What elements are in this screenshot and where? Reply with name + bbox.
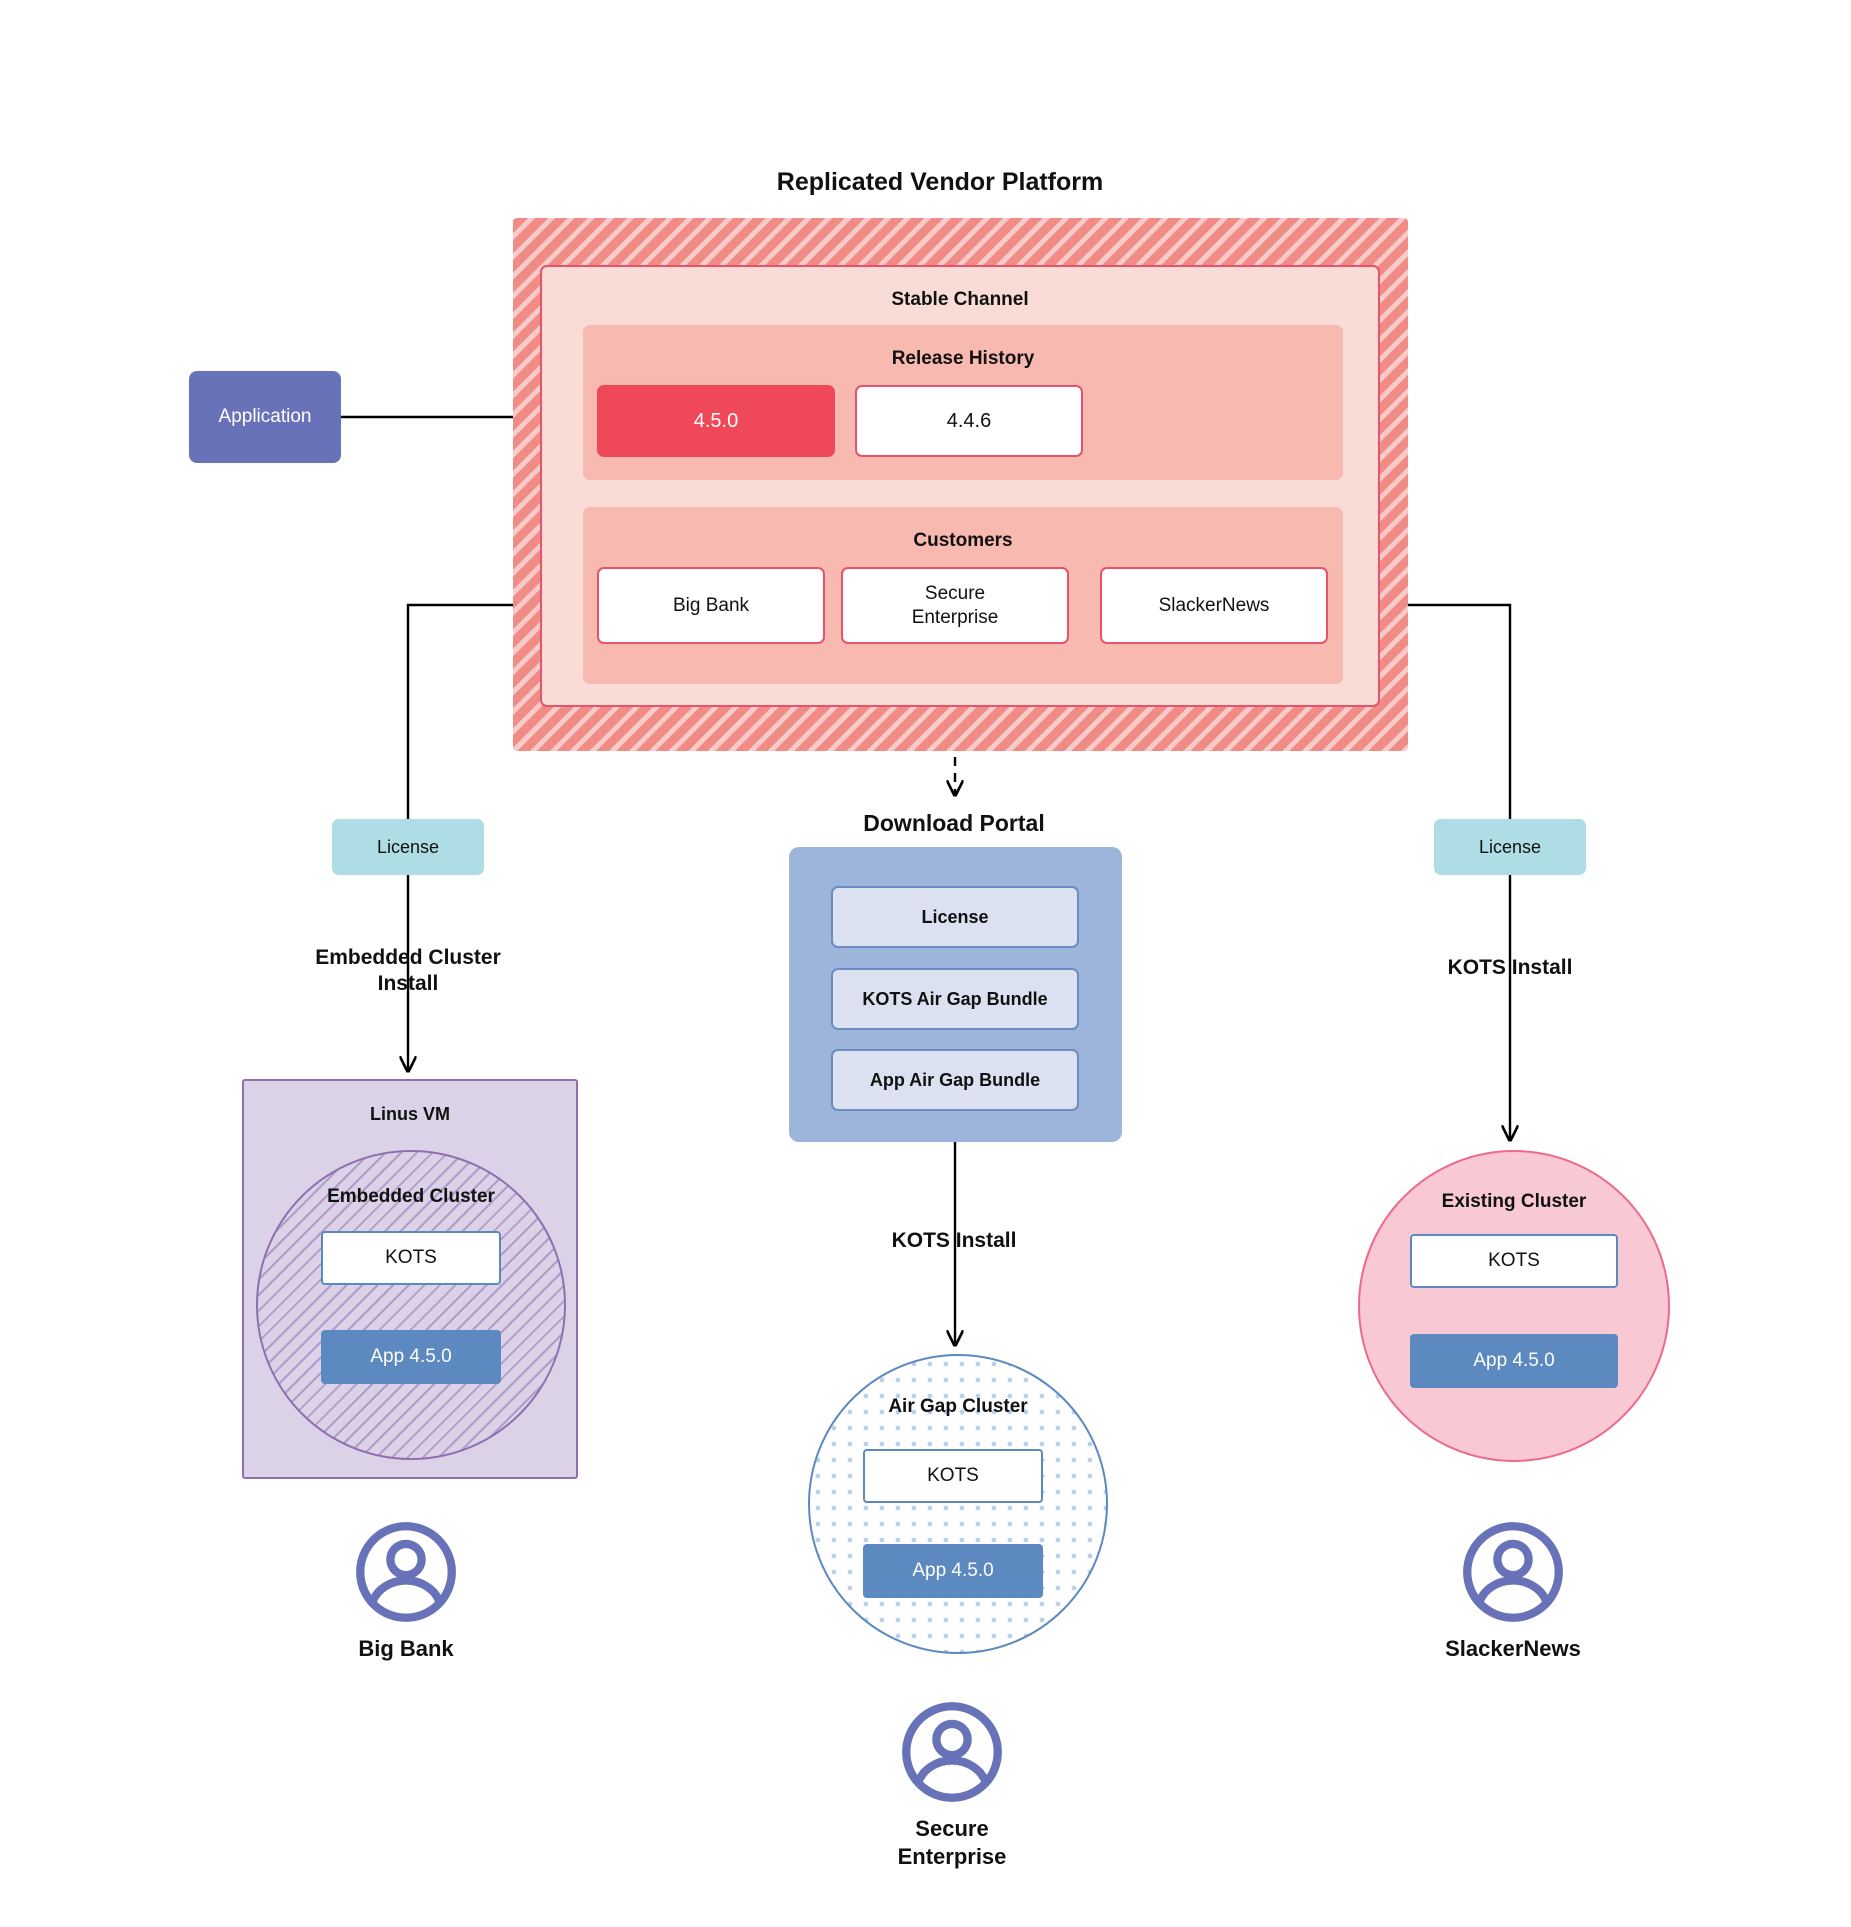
existing-cluster-kots-box[interactable]: KOTS (1410, 1234, 1618, 1288)
embedded-cluster-title: Embedded Cluster (327, 1186, 495, 1207)
download-portal-title: Download Portal (863, 810, 1045, 836)
customer-card-big-bank[interactable]: Big Bank (597, 567, 825, 644)
customer-card-slackernews[interactable]: SlackerNews (1100, 567, 1328, 644)
embedded-cluster-app-box[interactable]: App 4.5.0 (321, 1330, 501, 1384)
linux-vm-title: Linus VM (370, 1104, 450, 1124)
existing-cluster-circle (1358, 1150, 1670, 1462)
person-name-slackernews: SlackerNews (1445, 1636, 1581, 1661)
person-name-big-bank: Big Bank (358, 1636, 454, 1661)
customers-title: Customers (913, 530, 1013, 551)
person-name-secure-enterprise: Secure Enterprise (897, 1816, 1007, 1869)
kots-install-label-right: KOTS Install (1447, 956, 1573, 979)
embedded-cluster-kots-box[interactable]: KOTS (321, 1231, 501, 1285)
air-gap-cluster-title: Air Gap Cluster (888, 1396, 1028, 1417)
air-gap-cluster-kots-box[interactable]: KOTS (863, 1449, 1043, 1503)
embedded-cluster-install-label: Embedded Cluster Install (315, 946, 501, 996)
kots-install-label-middle: KOTS Install (891, 1229, 1017, 1252)
customer-card-secure-enterprise[interactable]: Secure Enterprise (841, 567, 1069, 644)
existing-cluster-app-box[interactable]: App 4.5.0 (1410, 1334, 1618, 1388)
release-card-previous[interactable]: 4.4.6 (855, 385, 1083, 457)
portal-item-kots-air-gap-bundle[interactable]: KOTS Air Gap Bundle (831, 968, 1079, 1030)
user-avatar-icon (902, 1702, 1002, 1802)
user-avatar-icon (1463, 1522, 1563, 1622)
release-card-current[interactable]: 4.5.0 (597, 385, 835, 457)
application-box[interactable]: Application (189, 371, 341, 463)
existing-cluster-title: Existing Cluster (1441, 1191, 1587, 1212)
license-badge-right[interactable]: License (1434, 819, 1586, 875)
portal-item-app-air-gap-bundle[interactable]: App Air Gap Bundle (831, 1049, 1079, 1111)
license-badge-left[interactable]: License (332, 819, 484, 875)
embedded-cluster-circle (256, 1150, 566, 1460)
portal-item-license[interactable]: License (831, 886, 1079, 948)
air-gap-cluster-circle (808, 1354, 1108, 1654)
stable-channel-title: Stable Channel (891, 289, 1029, 310)
release-history-title: Release History (891, 348, 1035, 369)
air-gap-cluster-app-box[interactable]: App 4.5.0 (863, 1544, 1043, 1598)
user-avatar-icon (356, 1522, 456, 1622)
platform-title: Replicated Vendor Platform (776, 168, 1104, 196)
